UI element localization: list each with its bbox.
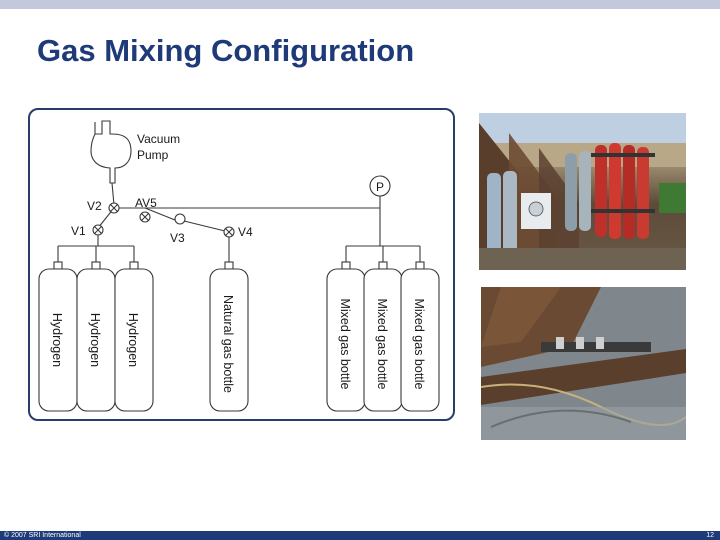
- label-av5: AV5: [135, 196, 157, 210]
- bottle-label-hydrogen-2: Hydrogen: [88, 313, 102, 367]
- piping-lines: [57, 120, 421, 262]
- vacuum-pump-outline: [90, 120, 132, 184]
- label-v3: V3: [170, 231, 185, 245]
- label-v1: V1: [71, 224, 86, 238]
- valve-v2: [108, 202, 120, 214]
- bottle-label-mixed-1: Mixed gas bottle: [338, 298, 352, 389]
- pressure-gauge: [369, 175, 391, 197]
- footer-bar: [0, 531, 720, 540]
- gauge-label: P: [376, 180, 384, 194]
- valve-v4: [223, 226, 235, 238]
- bottle-mixed-3: [400, 261, 440, 412]
- pump-label-line2: Pump: [137, 148, 169, 162]
- bottle-hydrogen-3: [114, 261, 154, 412]
- pump-label-line1: Vacuum: [137, 132, 180, 146]
- photo-gas-manifold: [481, 287, 686, 440]
- slide-title: Gas Mixing Configuration: [37, 33, 415, 68]
- diagram-frame: [28, 108, 455, 421]
- label-v2: V2: [87, 199, 102, 213]
- bottle-label-mixed-3: Mixed gas bottle: [412, 298, 426, 389]
- photo-cylinders-illustration: [479, 113, 686, 270]
- bottle-label-natural-gas: Natural gas bottle: [221, 295, 235, 393]
- bottle-label-hydrogen-3: Hydrogen: [126, 313, 140, 367]
- valve-v3-junction: [174, 213, 186, 225]
- bottle-label-mixed-2: Mixed gas bottle: [375, 298, 389, 389]
- page-number: 12: [706, 532, 714, 539]
- bottle-labels: Hydrogen Hydrogen Hydrogen Natural gas b…: [50, 295, 426, 393]
- bottle-shapes: [38, 261, 440, 412]
- bottle-label-hydrogen-1: Hydrogen: [50, 313, 64, 367]
- photo-manifold-illustration: [481, 287, 686, 440]
- label-v4: V4: [238, 225, 253, 239]
- photo-gas-cylinder-rack: [479, 113, 686, 270]
- valve-av5: [139, 211, 151, 223]
- valve-v1: [92, 224, 104, 236]
- bottle-natural-gas: [209, 261, 249, 412]
- footer-copyright: © 2007 SRI International: [4, 532, 81, 539]
- top-accent-bar: [0, 0, 720, 9]
